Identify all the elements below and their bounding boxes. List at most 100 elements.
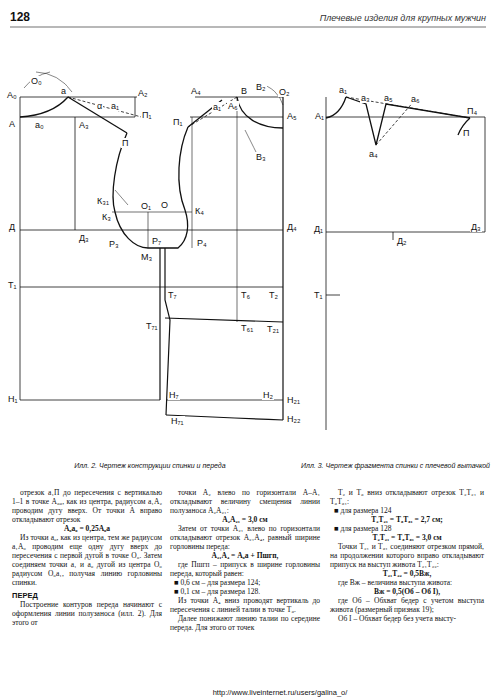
point-label: Т₆ <box>240 290 251 300</box>
body-paragraph: Об I – Обхват бедер без учета высту- <box>330 614 484 623</box>
dashed-line <box>68 97 145 118</box>
point-label: Т₂₁ <box>266 324 280 334</box>
body-paragraph: Т₂ и Т₆ вниз откладывают отрезок Т₂Т₂₁ и… <box>330 488 484 506</box>
formula: Вж = 0,5(Об – Об I), <box>330 587 484 596</box>
point-label: Н₂₂ <box>286 414 302 424</box>
body-paragraph: где Об – Обхват бедер с учетом выступа ж… <box>330 596 484 614</box>
point-label: А <box>8 119 16 129</box>
point-label: П₁ <box>141 110 153 120</box>
center-back-line <box>20 97 21 400</box>
formula: Т₂Т₂₁ = Т₆Т₆₁ = 2,7 см; <box>330 515 484 524</box>
formula: Т₂₁Т₂₂ = 0,5Вж, <box>330 569 484 578</box>
point-label: А₆ <box>227 101 239 111</box>
point-label: Т₁ <box>313 290 324 300</box>
body-paragraph: Из точки А₄ вниз проводят вертикаль до п… <box>170 596 320 614</box>
header-rule <box>10 27 486 28</box>
body-paragraph: точки А₂ влево по горизонтали А–А₁ откла… <box>170 488 320 515</box>
point-label: Р₇ <box>151 236 162 246</box>
front-shoulder <box>188 100 222 127</box>
construction-line <box>115 190 128 205</box>
list-item: ■ 0,6 см – для размера 124; <box>170 578 320 587</box>
text-column: отрезок а₁П до пересечения с вертикалью … <box>12 488 162 627</box>
body-paragraph: Построение контуров переда начинают с оф… <box>12 600 162 627</box>
figure-caption: Илл. 2. Чертеж конструкции спинки и пере… <box>74 462 225 469</box>
point-label: П₁ <box>172 117 184 127</box>
body-paragraph: Затем от точки А₂₁ влево по горизонтали … <box>170 524 320 551</box>
point-label: Д₁ <box>313 224 324 234</box>
point-label: а₄ <box>368 149 379 159</box>
hem-line <box>20 400 283 401</box>
point-label: Н₂₁ <box>286 395 301 405</box>
front-edge <box>282 97 283 420</box>
point-label: Т₆₁ <box>240 323 254 333</box>
list-item: ■ 0,1 см – для размера 128. <box>170 587 320 596</box>
point-label: П <box>121 138 129 148</box>
formula: Т₂Т₂₁ = Т₆Т₆₁ = 3,0 см <box>330 533 484 542</box>
point-label: α <box>96 101 103 111</box>
front-neckline <box>237 97 283 128</box>
point-label: а₃ <box>360 93 371 103</box>
list-item: ■ для размера 124 <box>330 506 484 515</box>
center-back-line <box>326 97 327 430</box>
point-label: Д₄ <box>286 222 298 232</box>
body-paragraph: отрезок а₁П до пересечения с вертикалью … <box>12 488 162 524</box>
point-label: Т₂ <box>268 290 279 300</box>
point-label: К₃₁ <box>96 196 110 206</box>
point-label: Н₇₁ <box>170 416 185 426</box>
chest-line <box>20 230 283 231</box>
point-label: В₂ <box>255 82 267 92</box>
shoulder-dart <box>346 97 470 145</box>
body-paragraph: где Пшгп – припуск в ширине горловины пе… <box>170 560 320 578</box>
point-label: А₁ <box>314 111 325 121</box>
back-fragment-draft <box>326 97 485 430</box>
point-label: а₅ <box>383 93 394 103</box>
back-neckline <box>326 97 346 118</box>
running-header: Плечевые изделия для крупных мужчин <box>320 13 486 23</box>
section-heading: ПЕРЕД <box>12 591 162 600</box>
point-label: О₀ <box>30 76 43 86</box>
point-label: а₁ <box>212 102 222 112</box>
point-label: Д₃ <box>78 233 90 243</box>
point-label: Н₂ <box>262 390 274 400</box>
text-column: Т₂ и Т₆ вниз откладывают отрезок Т₂Т₂₁ и… <box>330 488 484 623</box>
point-label: П₄ <box>466 106 478 116</box>
point-label: О₁ <box>140 201 152 211</box>
point-label: Н₇ <box>168 390 180 400</box>
list-item: ■ для размера 128 <box>330 524 484 533</box>
waist-line <box>20 287 283 288</box>
point-label: А₅ <box>286 111 298 121</box>
construction-arc <box>24 72 50 88</box>
point-label: А₃ <box>78 120 90 130</box>
construction-line <box>393 232 394 240</box>
construction-line <box>326 117 485 295</box>
point-label: К₄ <box>194 206 205 216</box>
point-label: а₁ <box>338 85 348 95</box>
construction-line <box>20 97 283 98</box>
construction-line <box>237 97 238 322</box>
point-label: а <box>60 86 67 96</box>
point-label: а₁ <box>110 101 120 111</box>
formula: А₂А₂₁ = 3,0 см <box>170 515 320 524</box>
body-paragraph: где Вж – величина выступа живота: <box>330 578 484 587</box>
point-label: О <box>160 200 169 210</box>
point-label: Т₁ <box>7 280 18 290</box>
page-number: 128 <box>10 10 30 24</box>
watermark: http://www.liveinternet.ru/users/galina_… <box>211 688 350 697</box>
point-label: Н₁ <box>7 394 19 404</box>
point-label: П <box>462 128 470 138</box>
dashed-line <box>346 97 470 145</box>
point-label: а₆ <box>410 94 421 104</box>
point-label: М₃ <box>140 252 153 262</box>
construction-line <box>75 97 135 230</box>
back-and-front-draft <box>20 72 283 420</box>
formula: А₀а₀ = 0,25А₀а <box>12 524 162 533</box>
point-label: Р₃ <box>108 239 120 249</box>
point-label: О₂ <box>278 87 291 97</box>
point-label: Д₂ <box>396 236 408 246</box>
back-armhole <box>113 133 148 248</box>
point-label: А₄ <box>190 86 202 96</box>
back-neckline <box>20 97 68 117</box>
point-label: В₃ <box>255 152 267 162</box>
back-side-seam <box>159 248 160 400</box>
